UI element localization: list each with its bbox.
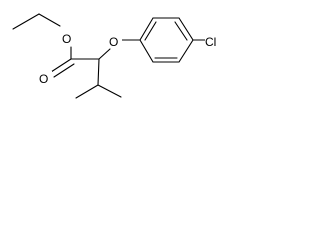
atom-ether-oxygen: O: [109, 35, 118, 49]
bonds: [12, 13, 206, 99]
ring-double-bond-2: [174, 21, 188, 41]
structure-canvas: O O O Cl: [12, 13, 221, 99]
benzene-ring: [139, 17, 194, 63]
atom-labels: O O O Cl: [38, 31, 221, 86]
bond-isopropyl-me2: [97, 84, 122, 98]
atom-carbonyl-oxygen: O: [39, 72, 48, 86]
bond-ch2-o: [38, 13, 61, 27]
atom-ester-oxygen: O: [62, 32, 71, 46]
bond-alpha-isopropyl: [97, 58, 100, 86]
bond-alpha-ether: [98, 48, 111, 60]
bond-carbonyl-double-1: [50, 58, 72, 73]
bond-carbonyl-double-2: [53, 63, 75, 78]
ring-double-bond-1: [144, 21, 157, 41]
bond-isopropyl-me1: [75, 84, 99, 99]
bond-ch3-ch2: [12, 13, 40, 30]
atom-chlorine: Cl: [205, 35, 216, 49]
